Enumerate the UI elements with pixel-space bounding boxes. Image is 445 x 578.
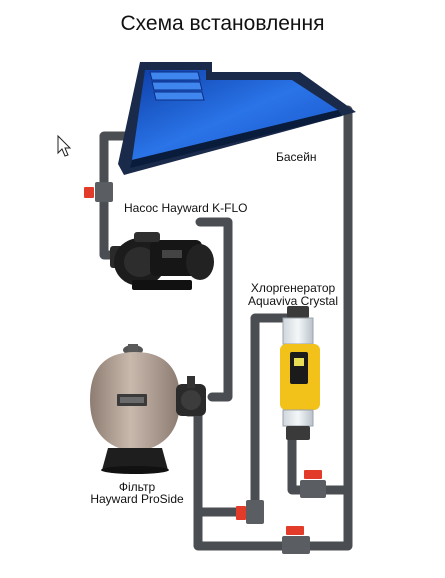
- pool-illustration: [118, 62, 356, 175]
- chlorinator-illustration: [280, 306, 320, 440]
- label-filter-model: Hayward ProSide: [90, 492, 184, 506]
- pipe-pump-to-filter: [195, 217, 233, 402]
- pool-steps: [149, 71, 205, 101]
- label-pump: Насос Hayward K-FLO: [124, 201, 248, 215]
- label-pool: Басейн: [276, 150, 317, 164]
- label-chlorinator-model: Aquaviva Crystal: [247, 294, 339, 308]
- valve-chlorinator-outlet: [300, 470, 326, 498]
- valve-pool-outlet: [84, 182, 113, 202]
- page-title: Схема встановлення: [120, 12, 325, 35]
- pump-illustration: [110, 232, 214, 290]
- cursor-icon: [57, 134, 72, 157]
- pipe-chlorinator-outlet: [287, 415, 353, 495]
- label-chlorinator-title: Хлоргенератор: [250, 281, 336, 295]
- valve-bypass-left: [236, 500, 264, 524]
- pipe-chlorinator-bypass: [193, 313, 303, 517]
- label-filter-title: Фільтр: [118, 480, 156, 494]
- filter-illustration: [90, 344, 206, 474]
- valve-return-bottom: [282, 526, 310, 554]
